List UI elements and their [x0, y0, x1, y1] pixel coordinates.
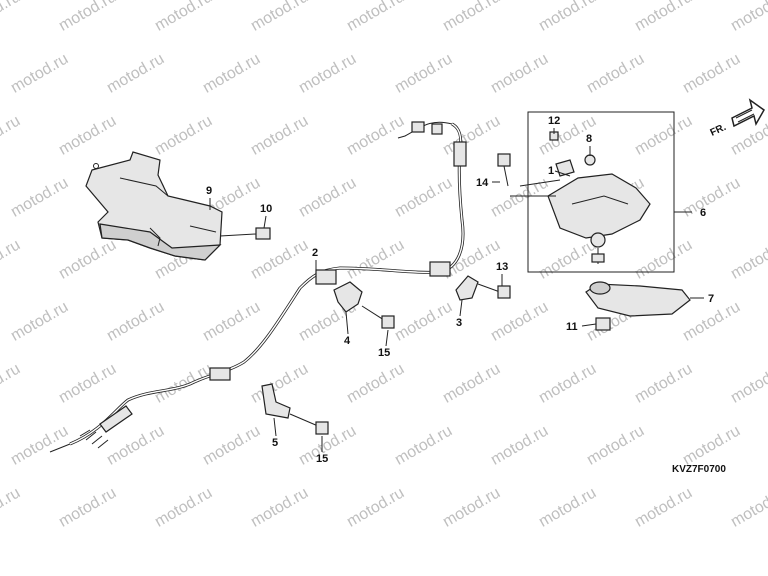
callout-10: 10 — [260, 203, 272, 215]
callout-14: 14 — [476, 177, 489, 189]
part-2-cable — [49, 121, 467, 453]
callout-2: 2 — [312, 247, 318, 259]
callout-8: 8 — [586, 133, 592, 145]
part-5-bracket — [261, 383, 291, 419]
part-6-lever-assembly — [527, 111, 692, 273]
callout-15-upper: 15 — [378, 347, 390, 359]
callout-9: 9 — [206, 185, 212, 197]
callouts: 1 2 3 4 5 6 7 8 9 10 11 12 13 14 15 15 — [206, 115, 714, 465]
part-3-clamp — [455, 275, 479, 301]
direction-label: FR. — [709, 122, 728, 139]
front-direction-arrow-icon: FR. — [709, 98, 765, 139]
part-14-bolt — [497, 153, 561, 197]
callout-5: 5 — [272, 437, 278, 449]
part-10-screw — [219, 227, 271, 240]
part-4-bracket — [333, 281, 363, 313]
callout-7: 7 — [708, 293, 714, 305]
part-15-bolt-upper — [361, 305, 395, 329]
part-9-cover — [85, 151, 223, 261]
callout-11: 11 — [566, 321, 578, 333]
diagram-code: KVZ7F0700 — [672, 464, 726, 475]
callout-4: 4 — [344, 335, 351, 347]
callout-1: 1 — [548, 165, 554, 177]
callout-6: 6 — [700, 207, 706, 219]
callout-3: 3 — [456, 317, 462, 329]
part-15-bolt-lower — [289, 413, 329, 435]
part-13-bolt — [477, 283, 511, 299]
callout-12: 12 — [548, 115, 560, 127]
part-11-nut — [595, 317, 611, 331]
callout-15-lower: 15 — [316, 453, 328, 465]
part-7-grip — [585, 281, 704, 317]
callout-13: 13 — [496, 261, 508, 273]
